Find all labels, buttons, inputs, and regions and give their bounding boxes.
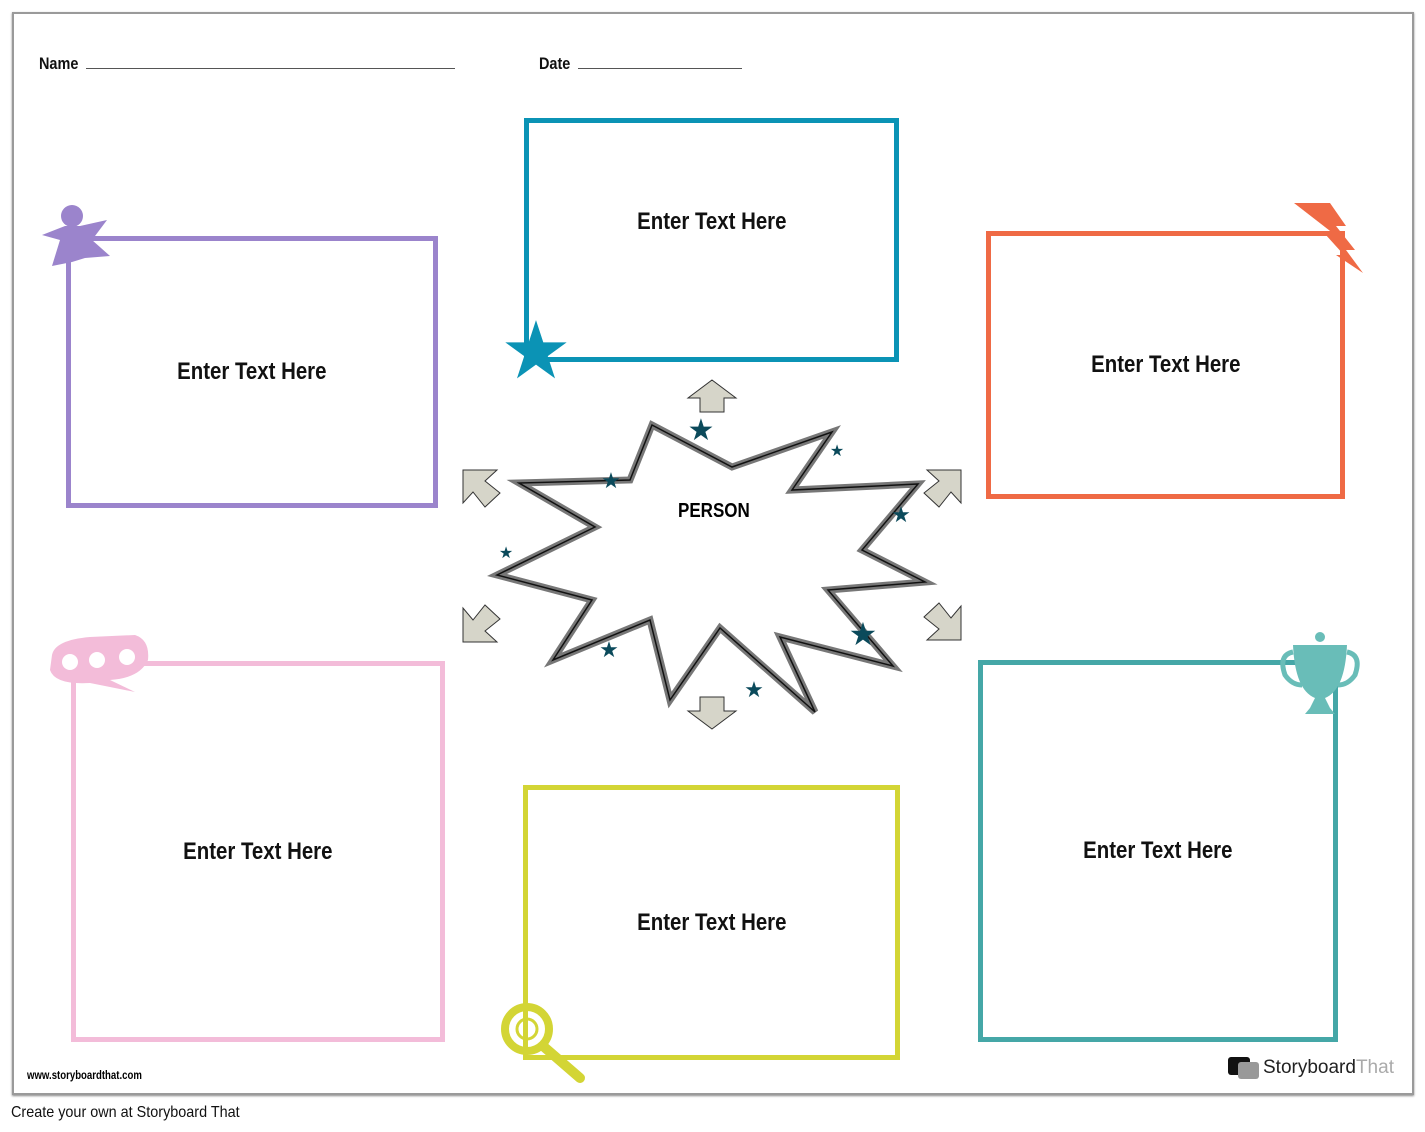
- box-text: Enter Text Here: [636, 908, 787, 936]
- text-box-1[interactable]: Enter Text Here: [66, 236, 438, 508]
- text-box-3[interactable]: Enter Text Here: [986, 231, 1345, 499]
- brand-b: That: [1355, 1057, 1394, 1078]
- box-text: Enter Text Here: [183, 837, 333, 865]
- footer-url: www.storyboardthat.com: [27, 1068, 142, 1082]
- box-text: Enter Text Here: [1083, 837, 1233, 864]
- brand-a: Storyboard: [1263, 1057, 1356, 1078]
- text-box-4[interactable]: Enter Text Here: [71, 661, 445, 1042]
- brand-logo-text: StoryboardThat: [1263, 1057, 1394, 1079]
- center-label: PERSON: [678, 500, 750, 522]
- box-text: Enter Text Here: [636, 208, 787, 235]
- text-box-6[interactable]: Enter Text Here: [978, 660, 1338, 1042]
- date-field[interactable]: [578, 68, 742, 69]
- date-label: Date: [539, 54, 571, 73]
- name-field[interactable]: [86, 68, 455, 69]
- worksheet-frame: [12, 12, 1414, 1095]
- text-box-5[interactable]: Enter Text Here: [523, 785, 900, 1060]
- footer-caption[interactable]: Create your own at Storyboard That: [11, 1104, 240, 1121]
- box-text: Enter Text Here: [1090, 351, 1241, 378]
- box-text: Enter Text Here: [177, 358, 327, 385]
- text-box-2[interactable]: Enter Text Here: [524, 118, 899, 362]
- name-label: Name: [39, 54, 79, 73]
